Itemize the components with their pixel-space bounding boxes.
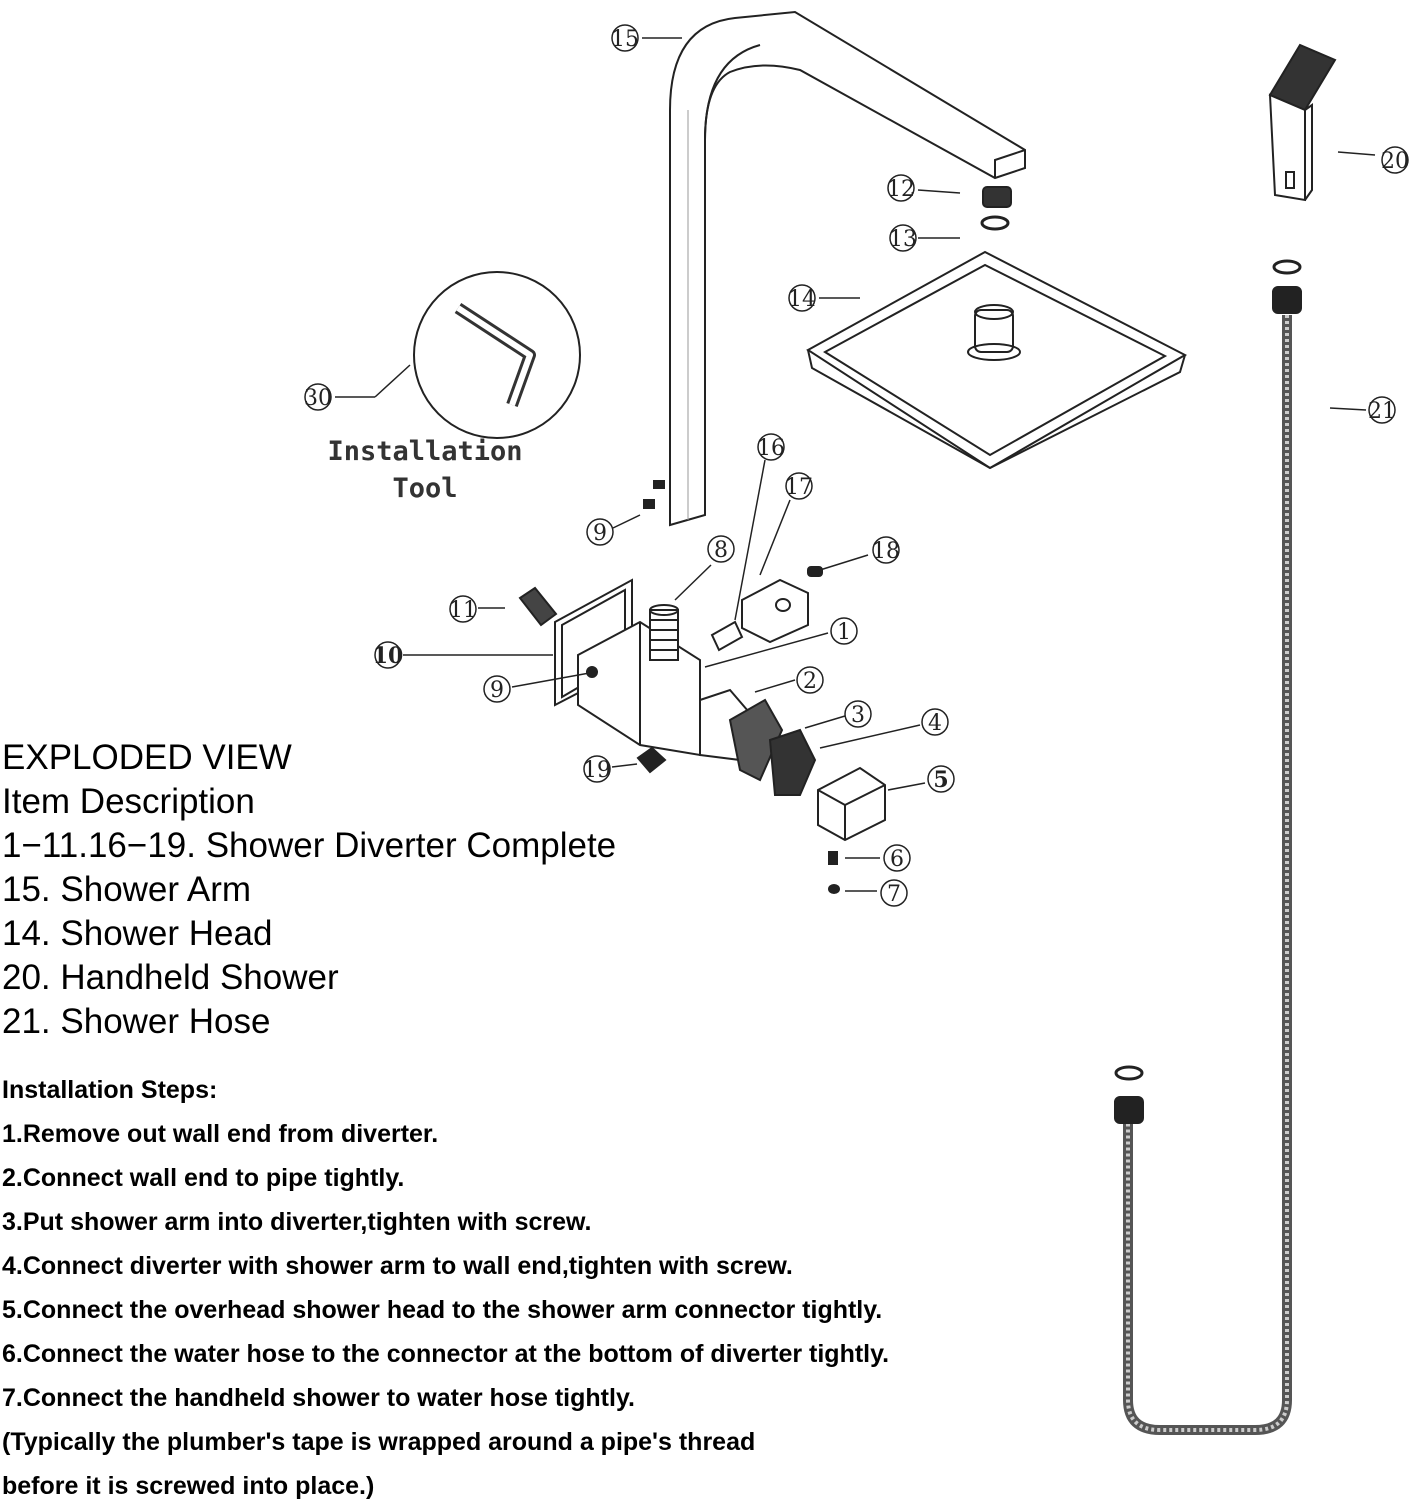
callout-20: 20: [1381, 149, 1409, 174]
handheld-shower-part: [1268, 43, 1337, 202]
callout-4: 4: [928, 711, 942, 736]
callout-numbers: 15 12 13 14 30 20 21 16 17 18 8 9 11 10 …: [304, 27, 1409, 907]
callout-5: 5: [933, 767, 948, 793]
step-note: (Typically the plumber's tape is wrapped…: [2, 1428, 756, 1456]
step-note: before it is screwed into place.): [2, 1472, 375, 1500]
shower-head-part: [806, 250, 1188, 470]
step-item: 6.Connect the water hose to the connecto…: [2, 1340, 890, 1368]
legend-item: 21. Shower Hose: [2, 1002, 271, 1041]
step-item: 1.Remove out wall end from diverter.: [2, 1120, 439, 1148]
step-item: 5.Connect the overhead shower head to th…: [2, 1296, 883, 1324]
step-item: 4.Connect diverter with shower arm to wa…: [2, 1252, 793, 1280]
callout-3: 3: [851, 703, 865, 728]
callout-16: 16: [757, 436, 785, 461]
callout-11: 11: [449, 598, 477, 623]
callout-17: 17: [785, 475, 813, 500]
item-description-legend: EXPLODED VIEW Item Description 1−11.16−1…: [2, 736, 902, 1044]
callout-15: 15: [611, 27, 639, 52]
callout-7: 7: [887, 882, 901, 907]
callout-6: 6: [890, 847, 904, 872]
diverter-assembly: [518, 480, 886, 894]
callout-9-upper: 9: [593, 521, 607, 546]
callout-14: 14: [788, 287, 816, 312]
callout-8: 8: [714, 538, 728, 563]
callout-19: 19: [583, 758, 611, 783]
callout-30: 30: [304, 386, 332, 411]
installation-steps: Installation Steps: 1.Remove out wall en…: [2, 1068, 1002, 1508]
callout-2: 2: [803, 669, 817, 694]
callout-10: 10: [373, 643, 404, 669]
callout-1: 1: [837, 620, 851, 645]
legend-item: 15. Shower Arm: [2, 870, 251, 909]
legend-subtitle: Item Description: [2, 782, 255, 821]
steps-heading: Installation Steps:: [2, 1076, 218, 1104]
callout-circles: [304, 24, 1409, 907]
legend-item: 20. Handheld Shower: [2, 958, 339, 997]
callout-leaders: [335, 37, 1376, 892]
shower-arm-part: [669, 10, 1026, 527]
connector-nut-part: [980, 186, 1012, 231]
hex-key-tool: [413, 271, 581, 439]
step-item: 2.Connect wall end to pipe tightly.: [2, 1164, 405, 1192]
legend-item: 14. Shower Head: [2, 914, 273, 953]
legend-item: 1−11.16−19. Shower Diverter Complete: [2, 826, 617, 865]
step-item: 7.Connect the handheld shower to water h…: [2, 1384, 635, 1412]
shower-hose-part: [1114, 259, 1302, 1435]
legend-title: EXPLODED VIEW: [2, 738, 292, 777]
callout-9-lower: 9: [490, 678, 504, 703]
tool-label-line2: Tool: [392, 473, 457, 504]
callout-18: 18: [872, 539, 900, 564]
tool-label-line1: Installation: [327, 436, 522, 467]
step-item: 3.Put shower arm into diverter,tighten w…: [2, 1208, 592, 1236]
callout-13: 13: [889, 227, 917, 252]
callout-21: 21: [1368, 399, 1396, 424]
callout-12: 12: [887, 177, 915, 202]
